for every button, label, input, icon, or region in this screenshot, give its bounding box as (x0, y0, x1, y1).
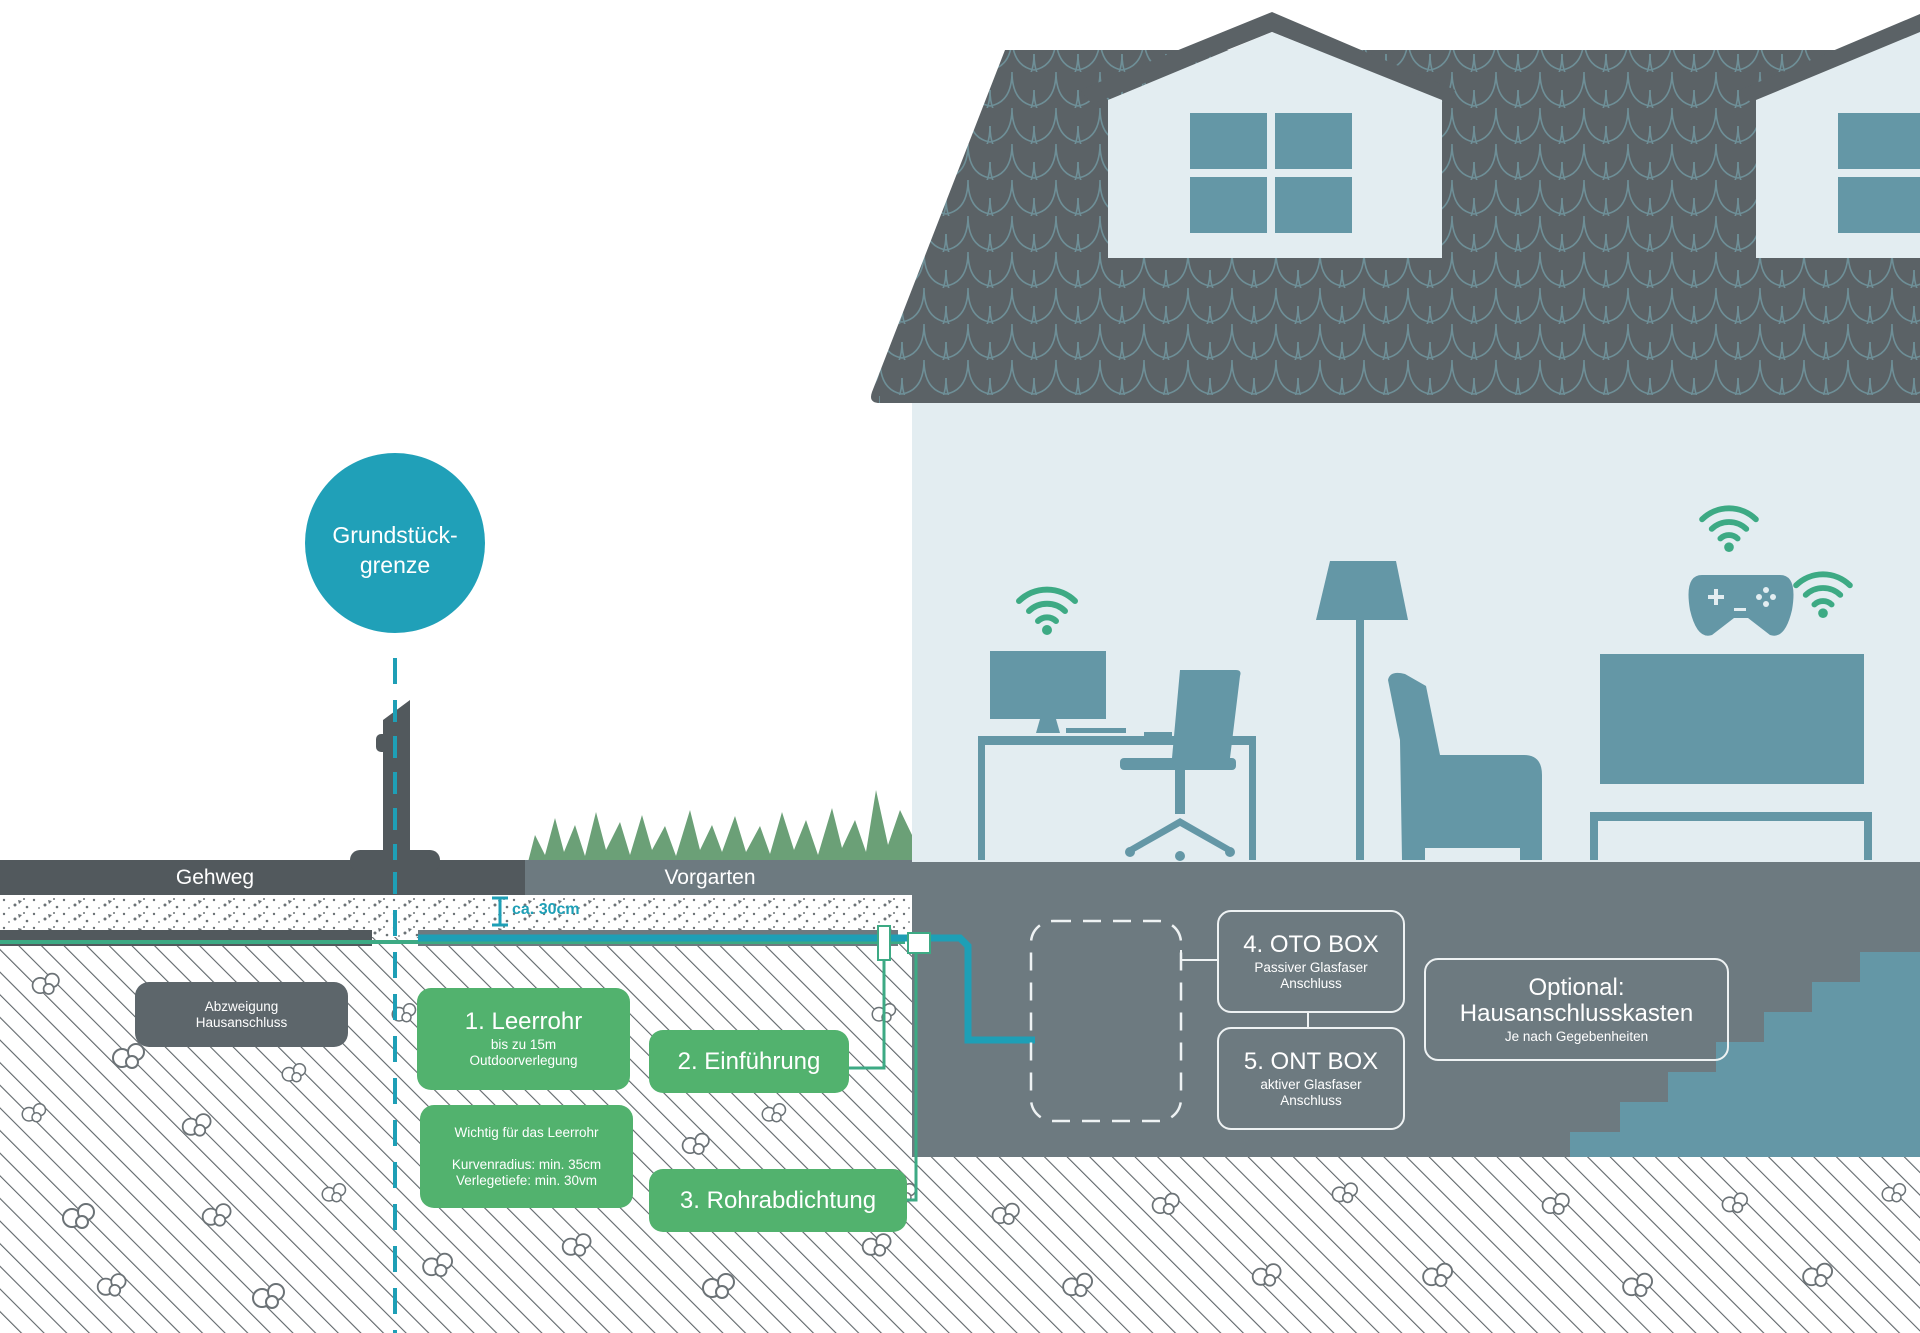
gamepad-icon (1688, 575, 1794, 636)
optional-box: Optional: Hausanschlusskasten Je nach Ge… (1424, 958, 1729, 1061)
frontyard-surface (525, 860, 1920, 895)
step-entry-box: 2. Einführung (649, 1030, 849, 1093)
frontyard-label: Vorgarten (664, 866, 756, 889)
armchair-icon (1388, 672, 1542, 860)
dashed-placeholder-box (1029, 919, 1183, 1123)
sealing-piece (907, 932, 931, 954)
blue-cable (418, 934, 1035, 1044)
boundary-label: Grundstück- grenze (332, 522, 458, 578)
important-box: Wichtig für das Leerrohr Kurvenradius: m… (420, 1105, 633, 1208)
step-ont-box: 5. ONT BOX aktiver Glasfaser Anschluss (1217, 1027, 1405, 1130)
office-chair-icon (1120, 670, 1241, 861)
dormer-left (1080, 12, 1455, 258)
boundary-circle (305, 453, 485, 633)
desk-icon (978, 736, 1256, 860)
step-oto-box: 4. OTO BOX Passiver Glasfaser Anschluss (1217, 910, 1405, 1013)
floor-lamp-icon (1316, 561, 1408, 860)
depth-marker (492, 896, 508, 927)
sidewalk-label: Gehweg (175, 866, 255, 889)
grass (528, 790, 912, 862)
wall-entry-piece (877, 925, 891, 961)
stairs-icon (1570, 952, 1920, 1157)
tv-icon (1600, 654, 1864, 784)
tv-stand-icon (1590, 812, 1872, 860)
monitor-icon (990, 651, 1126, 733)
depth-label: ca. 30cm (512, 901, 580, 918)
step-conduit-box: 1. Leerrohr bis zu 15m Outdoorverlegung (417, 988, 630, 1090)
branch-box: Abzweigung Hausanschluss (135, 982, 348, 1047)
step-sealing-box: 3. Rohrabdichtung (649, 1169, 907, 1232)
dormer-right (1740, 14, 1920, 258)
